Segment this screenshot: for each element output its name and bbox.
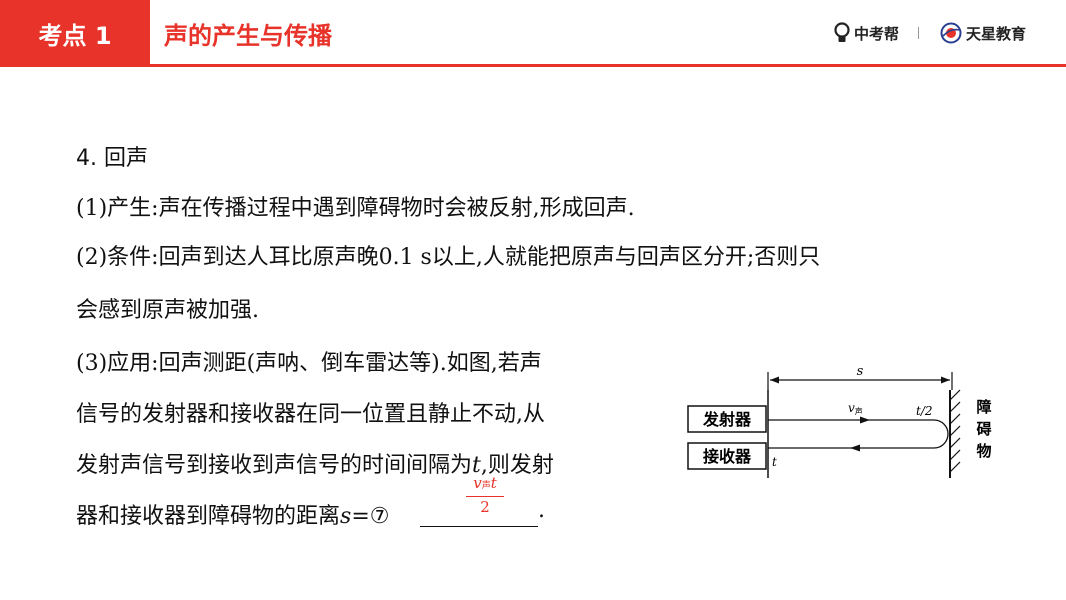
emitter-label: 发射器 (702, 410, 752, 429)
forward-arrow (860, 416, 870, 424)
paragraph-2a: (2)条件:回声到达人耳比原声晚0.1 s以上,人就能把原声与回声区分开;否则只 (76, 245, 821, 270)
answer-fraction: v声t 2 (466, 474, 504, 516)
speed-label: v声 (848, 401, 863, 416)
paragraph-1: (1)产生:声在传播过程中遇到障碍物时会被反射,形成回声. (76, 196, 635, 221)
header-bar: 考点 1 声的产生与传播 中考帮 天星教育 (0, 0, 1066, 67)
header-underline (0, 64, 1066, 67)
brand-zhongkaobang: 中考帮 (834, 20, 899, 46)
obstacle-char-2: 碍 (976, 420, 991, 438)
answer-blank (420, 500, 538, 527)
time-label: t (772, 455, 777, 469)
half-time-label: t/2 (916, 404, 933, 418)
obstacle-char-3: 物 (976, 442, 991, 460)
echo-diagram: s 发射器 接收器 v声 t/2 t 障 碍 物 (687, 364, 992, 478)
distance-label: s (857, 364, 864, 379)
s-arrow-right (941, 376, 950, 384)
fraction-bar (466, 496, 504, 497)
p3c-text-end: ,则发射 (480, 453, 554, 478)
brand2-label: 天星教育 (966, 24, 1027, 43)
brand1-label: 中考帮 (854, 24, 900, 43)
paragraph-3c: 发射声信号到接收到声信号的时间间隔为t,则发射 (76, 447, 554, 479)
topic-tag: 考点 1 (0, 0, 150, 66)
bulb-icon (834, 22, 850, 42)
brand-divider (918, 27, 919, 39)
return-arrow (850, 444, 860, 452)
paragraph-3b: 信号的发射器和接收器在同一位置且静止不动,从 (76, 402, 545, 427)
p3d-eq: =⑦ (351, 504, 390, 529)
sound-path (768, 419, 949, 449)
p3d-text: 器和接收器到障碍物的距离 (76, 504, 341, 529)
paragraph-3a: (3)应用:回声测距(声呐、倒车雷达等).如图,若声 (76, 351, 542, 376)
paragraph-3d: 器和接收器到障碍物的距离s=⑦ (76, 498, 389, 530)
var-s: s (340, 504, 352, 529)
receiver-box (687, 442, 767, 470)
receiver-label: 接收器 (703, 447, 752, 466)
fraction-numerator: v声t (473, 474, 497, 492)
page-title: 声的产生与传播 (164, 21, 332, 50)
wall-hatching (949, 389, 961, 473)
answer-period: . (538, 498, 545, 523)
section-title: 4. 回声 (76, 146, 148, 171)
brand-tianxing: 天星教育 (940, 20, 1026, 46)
emitter-box (687, 405, 767, 433)
globe-logo-icon (940, 22, 962, 44)
obstacle-char-1: 障 (976, 398, 991, 416)
fraction-denominator: 2 (480, 498, 490, 516)
s-arrow-left (770, 376, 779, 384)
var-t: t (472, 453, 481, 478)
p3c-text: 发射声信号到接收到声信号的时间间隔为 (76, 453, 473, 478)
paragraph-2b: 会感到原声被加强. (76, 298, 259, 323)
